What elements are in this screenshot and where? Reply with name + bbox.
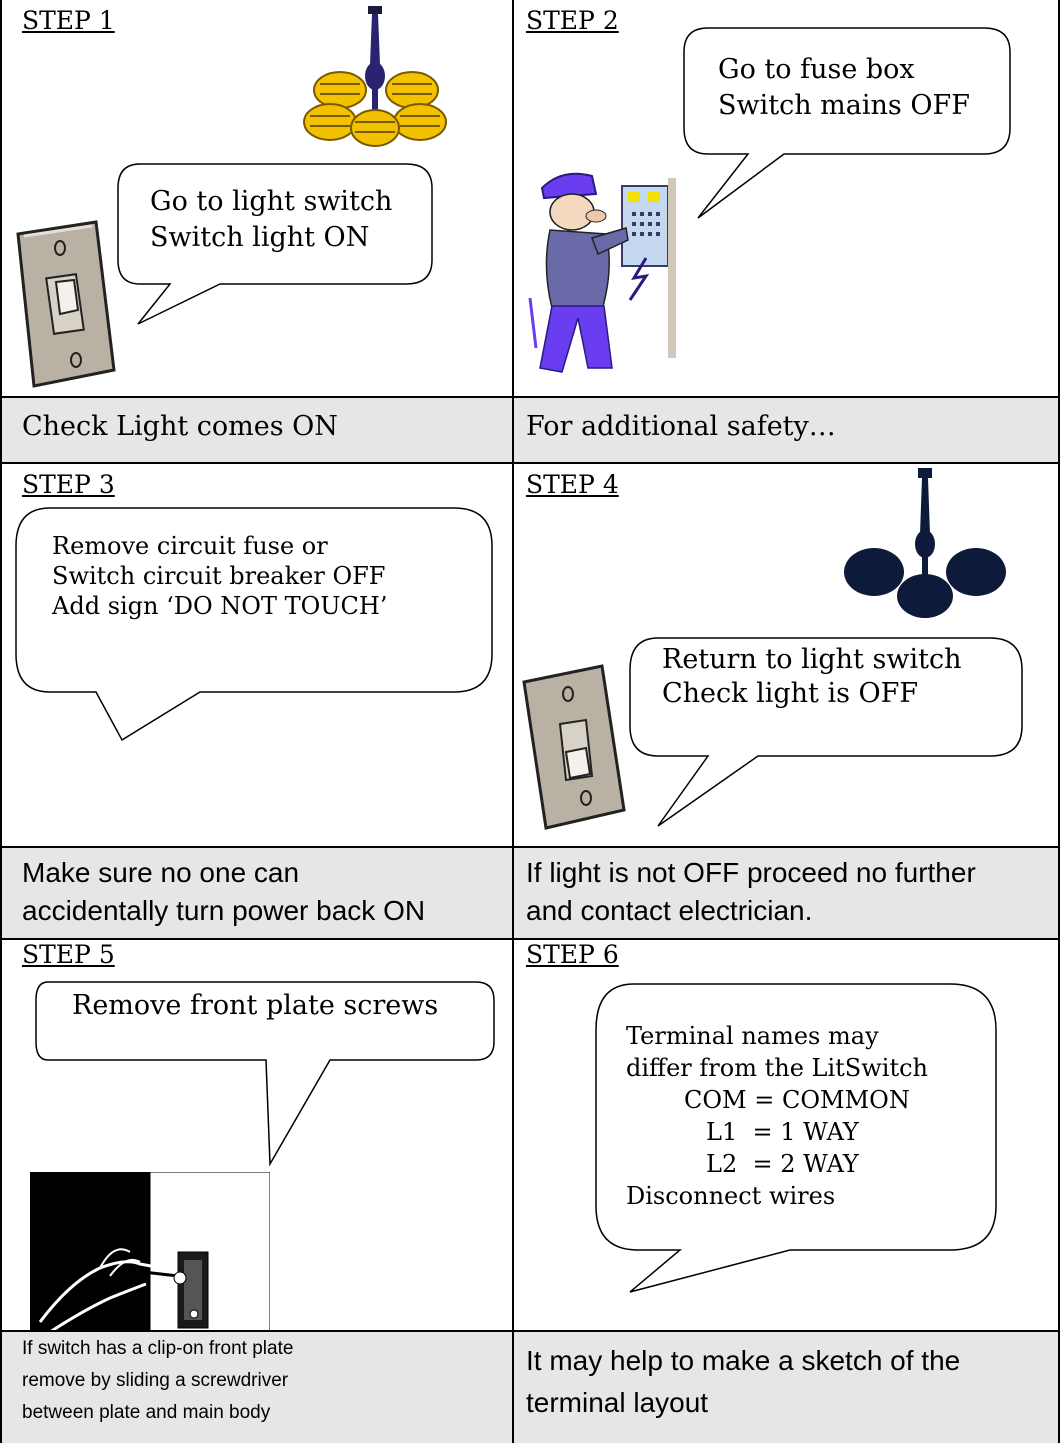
- screwdriver-hand-icon: [30, 1172, 270, 1332]
- center-divider: [512, 0, 514, 1443]
- step1-title: STEP 1: [22, 6, 115, 35]
- step3-bubble-line3: Add sign ‘DO NOT TOUCH’: [52, 592, 388, 620]
- chandelier-on-icon: [303, 6, 447, 147]
- step4-caption: If light is not OFF proceed no further a…: [514, 848, 1060, 940]
- step6-bubble-line5: L2 = 2 WAY: [706, 1150, 859, 1178]
- step5-title: STEP 5: [22, 940, 115, 969]
- step3-bubble-line2: Switch circuit breaker OFF: [52, 562, 386, 590]
- left-border: [0, 0, 2, 1443]
- step4-caption-line1: If light is not OFF proceed no further: [526, 857, 976, 888]
- step3-speech-bubble: [15, 507, 493, 742]
- step5-caption-line1: If switch has a clip-on front plate: [22, 1338, 294, 1359]
- step4-title: STEP 4: [526, 470, 619, 499]
- step3-title: STEP 3: [22, 470, 115, 499]
- step2-bubble-line2: Switch mains OFF: [718, 90, 970, 121]
- step6-bubble-line6: Disconnect wires: [626, 1182, 836, 1210]
- step4-bubble-line1: Return to light switch: [662, 644, 962, 675]
- right-border: [1058, 0, 1060, 1443]
- step5-caption-line3: between plate and main body: [22, 1402, 271, 1423]
- step3-panel: STEP 3 Remove circuit fuse or Switch cir…: [0, 464, 512, 848]
- step4-speech-bubble: [629, 637, 1023, 827]
- step1-bubble-line1: Go to light switch: [150, 186, 393, 217]
- step4-bubble-line2: Check light is OFF: [662, 678, 919, 709]
- step3-caption-line1: Make sure no one can: [22, 857, 300, 888]
- light-switch-icon: [16, 220, 116, 388]
- row-divider-3: [0, 846, 1060, 848]
- step5-panel: STEP 5 Remove front plate screws: [0, 940, 512, 1332]
- step4-panel: STEP 4 Return to light switch Check ligh…: [514, 464, 1060, 848]
- step3-bubble-line1: Remove circuit fuse or: [52, 532, 328, 560]
- electrician-icon: [528, 172, 676, 373]
- row-divider-2: [0, 462, 1060, 464]
- step5-bubble-line1: Remove front plate screws: [72, 990, 439, 1021]
- step4-caption-line2: and contact electrician.: [526, 895, 813, 926]
- step2-caption-text: For additional safety…: [526, 411, 836, 442]
- step2-title: STEP 2: [526, 6, 619, 35]
- chandelier-off-icon: [844, 468, 1006, 618]
- step6-caption-line1: It may help to make a sketch of the: [526, 1345, 961, 1376]
- step1-caption-text: Check Light comes ON: [22, 411, 338, 442]
- step6-speech-bubble: [595, 983, 997, 1293]
- step1-panel: STEP 1: [0, 0, 512, 398]
- step6-caption-line2: terminal layout: [526, 1387, 709, 1418]
- step5-caption: If switch has a clip-on front plate remo…: [0, 1332, 512, 1443]
- step6-bubble-line1: Terminal names may: [626, 1022, 879, 1050]
- step2-bubble-line1: Go to fuse box: [718, 54, 915, 85]
- step6-bubble-line2: differ from the LitSwitch: [626, 1054, 928, 1082]
- step6-bubble-line3: COM = COMMON: [684, 1086, 910, 1114]
- step6-caption: It may help to make a sketch of the term…: [514, 1332, 1060, 1443]
- step3-caption-line2: accidentally turn power back ON: [22, 895, 426, 926]
- step1-bubble-line2: Switch light ON: [150, 222, 370, 253]
- step5-caption-line2: remove by sliding a screwdriver: [22, 1370, 289, 1391]
- step2-panel: STEP 2 Go to fuse box Switch mains OFF: [514, 0, 1060, 398]
- step2-speech-bubble: [683, 27, 1011, 219]
- row-divider-1: [0, 396, 1060, 398]
- step2-caption: For additional safety…: [514, 398, 1060, 462]
- step6-bubble-line4: L1 = 1 WAY: [706, 1118, 859, 1146]
- step1-speech-bubble: [117, 163, 433, 325]
- step1-caption: Check Light comes ON: [0, 398, 512, 462]
- row-divider-5: [0, 1330, 1060, 1332]
- light-switch-off-icon: [522, 664, 626, 830]
- step6-title: STEP 6: [526, 940, 619, 969]
- step5-speech-bubble: [35, 981, 495, 1167]
- row-divider-4: [0, 938, 1060, 940]
- step3-caption: Make sure no one can accidentally turn p…: [0, 848, 512, 940]
- step6-panel: STEP 6 Terminal names may differ from th…: [514, 940, 1060, 1332]
